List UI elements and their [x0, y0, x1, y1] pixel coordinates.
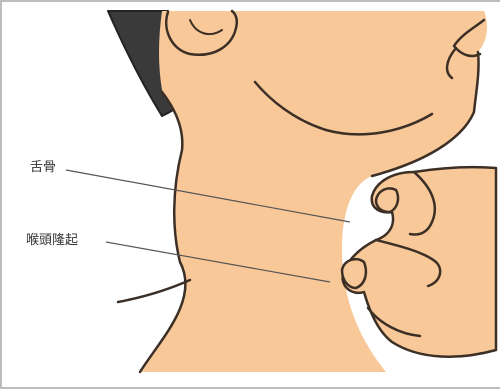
laryngeal-prominence-label: 喉頭隆起: [26, 233, 78, 249]
hand: [343, 167, 496, 357]
upper-finger-nail: [376, 188, 398, 212]
shoulder-line: [118, 280, 190, 302]
lower-finger-nail: [342, 259, 366, 288]
hyoid-label: 舌骨: [30, 160, 56, 176]
